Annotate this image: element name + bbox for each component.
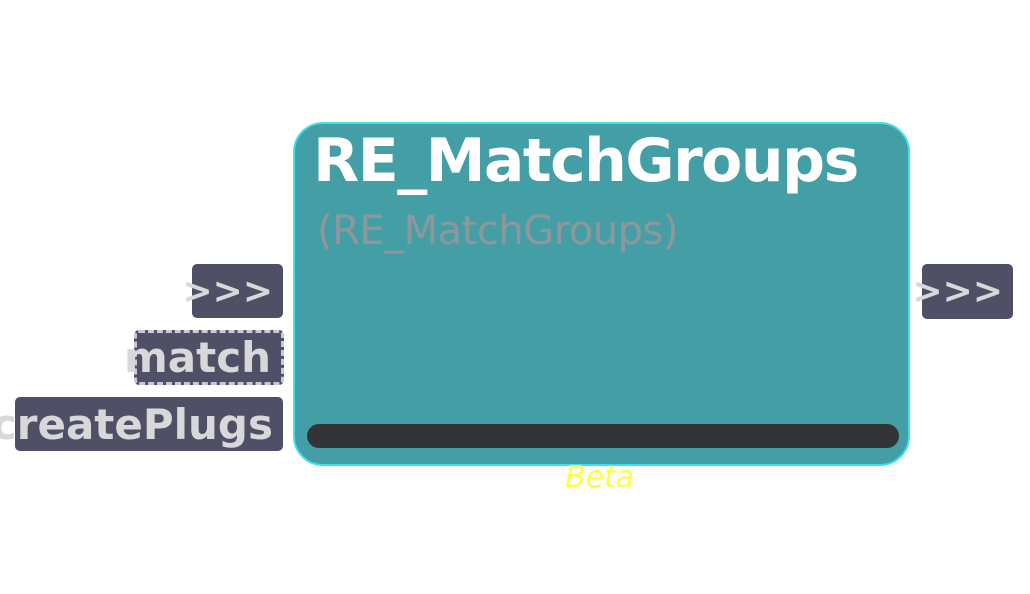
node-title: RE_MatchGroups xyxy=(313,126,859,196)
input-match-plug[interactable]: match xyxy=(124,330,284,385)
re-matchgroups-node[interactable]: RE_MatchGroups (RE_MatchGroups) xyxy=(293,122,910,466)
beta-badge: Beta xyxy=(565,460,635,495)
output-exec-plug[interactable]: >>> xyxy=(913,264,1013,319)
node-status-bar xyxy=(307,424,899,448)
input-exec-plug[interactable]: >>> xyxy=(183,264,283,318)
input-createplugs-plug[interactable]: createPlugs xyxy=(0,397,283,451)
node-subtitle: (RE_MatchGroups) xyxy=(317,208,678,254)
